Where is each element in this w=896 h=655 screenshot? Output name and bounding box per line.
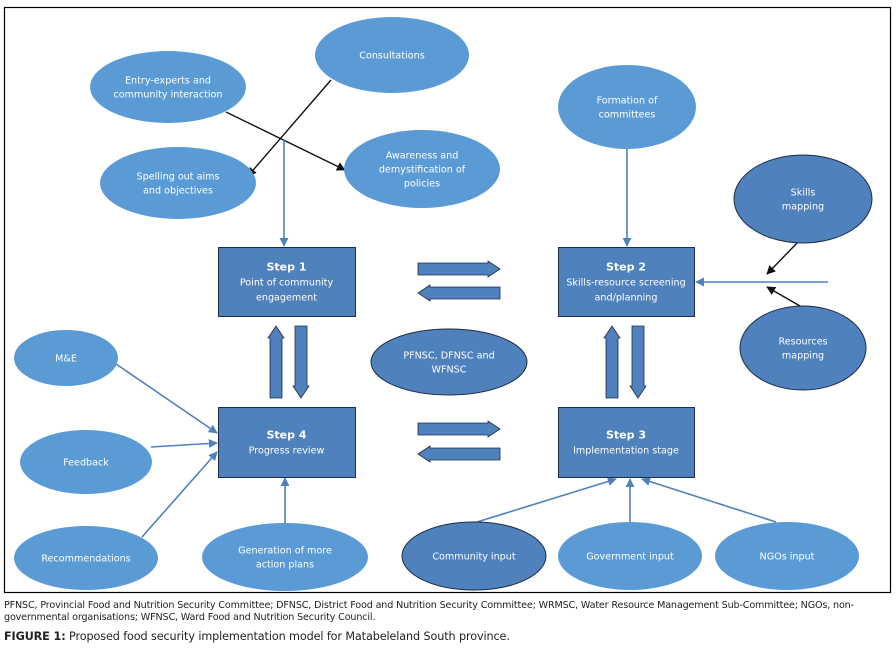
entry-experts-label: Entry-experts and <box>125 76 211 87</box>
committees-center-label: PFNSC, DFNSC and <box>403 351 494 362</box>
ellipse-formation: Formation of committees <box>558 65 696 149</box>
step1-rect <box>218 247 356 317</box>
block-arrow-step1-to-step2 <box>417 260 501 278</box>
formation-label: Formation of <box>597 96 658 107</box>
skills-mapping-label: mapping <box>782 202 824 213</box>
spelling-out-label: Spelling out aims <box>137 172 220 183</box>
step4-description: Progress review <box>249 446 325 457</box>
connector-community-to-step3 <box>476 477 617 523</box>
connectors <box>115 79 828 538</box>
formation-shape <box>558 65 696 149</box>
block-arrow-step4-to-step1 <box>267 325 285 399</box>
ellipse-community-input: Community input <box>401 521 547 591</box>
ellipse-feedback: Feedback <box>20 430 152 494</box>
block-arrow-step3-to-step2 <box>603 325 621 399</box>
diagram-frame <box>3 6 892 594</box>
ellipse-resources-mapping: Resources mapping <box>739 305 867 391</box>
community-input-shape <box>401 521 547 591</box>
ellipse-skills-mapping: Skills mapping <box>733 154 873 244</box>
ngos-input-shape <box>715 522 859 590</box>
spelling-out-shape <box>100 147 256 219</box>
block-arrow-step4-to-step3 <box>417 420 501 438</box>
connector-consultations-to-spelling <box>247 79 332 177</box>
committees-center-shape <box>370 328 528 396</box>
connector-ngos-to-step3 <box>641 477 777 523</box>
ellipse-entry-experts: Entry-experts and community interaction <box>90 51 246 123</box>
community-input-label: Community input <box>432 552 515 563</box>
connector-me-to-step4 <box>115 363 218 434</box>
ellipse-awareness: Awareness and demystification of policies <box>344 130 500 208</box>
feedback-label: Feedback <box>63 458 109 469</box>
block-arrows <box>267 260 647 463</box>
ellipse-recommendations: Recommendations <box>14 526 158 590</box>
connector-skills-to-input-line <box>766 239 801 275</box>
connector-entry-to-awareness <box>225 111 346 171</box>
ellipse-generation: Generation of more action plans <box>202 523 368 591</box>
step2-description: and/planning <box>595 293 658 304</box>
resources-mapping-label: mapping <box>782 351 824 362</box>
spelling-out-label: and objectives <box>143 186 213 197</box>
figure-caption-text: Proposed food security implementation mo… <box>65 630 510 643</box>
awareness-label: Awareness and <box>386 151 459 162</box>
block-arrow-step2-to-step3 <box>629 325 647 399</box>
resources-mapping-label: Resources <box>779 337 828 348</box>
recommendations-shape <box>14 526 158 590</box>
government-input-label: Government input <box>586 552 674 563</box>
step3-description: Implementation stage <box>573 446 679 457</box>
connector-resources-to-input-line <box>766 286 801 307</box>
step1-title: Step 1 <box>267 261 307 274</box>
step2-title: Step 2 <box>606 261 646 274</box>
step3-box: Step 3 Implementation stage <box>558 407 695 478</box>
block-arrow-step3-to-step4 <box>417 445 501 463</box>
resources-mapping-shape <box>739 305 867 391</box>
step2-rect <box>558 247 695 317</box>
step3-rect <box>558 407 695 478</box>
connector-feedback-to-step4 <box>150 438 218 448</box>
skills-mapping-shape <box>733 154 873 244</box>
step-boxes: Step 1 Point of community engagement Step 2… <box>218 247 695 478</box>
ellipse-government-input: Government input <box>558 522 702 590</box>
government-input-shape <box>558 522 702 590</box>
block-arrow-step2-to-step1 <box>417 284 501 302</box>
step4-box: Step 4 Progress review <box>218 407 356 478</box>
figure-caption-label: FIGURE 1: <box>4 630 66 643</box>
me-shape <box>14 330 118 386</box>
consultations-label: Consultations <box>359 51 424 62</box>
generation-shape <box>202 523 368 591</box>
feedback-shape <box>20 430 152 494</box>
step1-box: Step 1 Point of community engagement <box>218 247 356 317</box>
entry-experts-shape <box>90 51 246 123</box>
step2-description: Skills-resource screening <box>566 278 685 289</box>
awareness-label: demystification of <box>379 165 466 176</box>
step4-rect <box>218 407 356 478</box>
me-label: M&E <box>55 354 77 365</box>
block-arrow-step1-to-step4 <box>292 325 310 399</box>
awareness-shape <box>344 130 500 208</box>
step3-title: Step 3 <box>606 429 646 442</box>
generation-label: Generation of more <box>238 546 332 557</box>
figure-caption: FIGURE 1: Proposed food security impleme… <box>4 630 510 643</box>
formation-label: committees <box>599 110 656 121</box>
step2-box: Step 2 Skills-resource screening and/plann… <box>558 247 695 317</box>
ellipse-ngos-input: NGOs input <box>715 522 859 590</box>
connector-recommendations-to-step4 <box>141 451 218 538</box>
awareness-label: policies <box>404 179 440 190</box>
skills-mapping-label: Skills <box>791 188 816 199</box>
ngos-input-label: NGOs input <box>760 552 815 563</box>
ellipse-spelling-out: Spelling out aims and objectives <box>100 147 256 219</box>
recommendations-label: Recommendations <box>41 554 130 565</box>
committees-center-label: WFNSC <box>432 365 467 376</box>
ellipse-consultations: Consultations <box>315 17 469 93</box>
generation-label: action plans <box>256 560 314 571</box>
entry-experts-label: community interaction <box>113 90 222 101</box>
consultations-shape <box>315 17 469 93</box>
step4-title: Step 4 <box>267 429 307 442</box>
ellipse-me: M&E <box>14 330 118 386</box>
abbreviations-note: PFNSC, Provincial Food and Nutrition Sec… <box>4 600 854 623</box>
step1-description: engagement <box>256 293 317 304</box>
step1-description: Point of community <box>240 278 334 289</box>
